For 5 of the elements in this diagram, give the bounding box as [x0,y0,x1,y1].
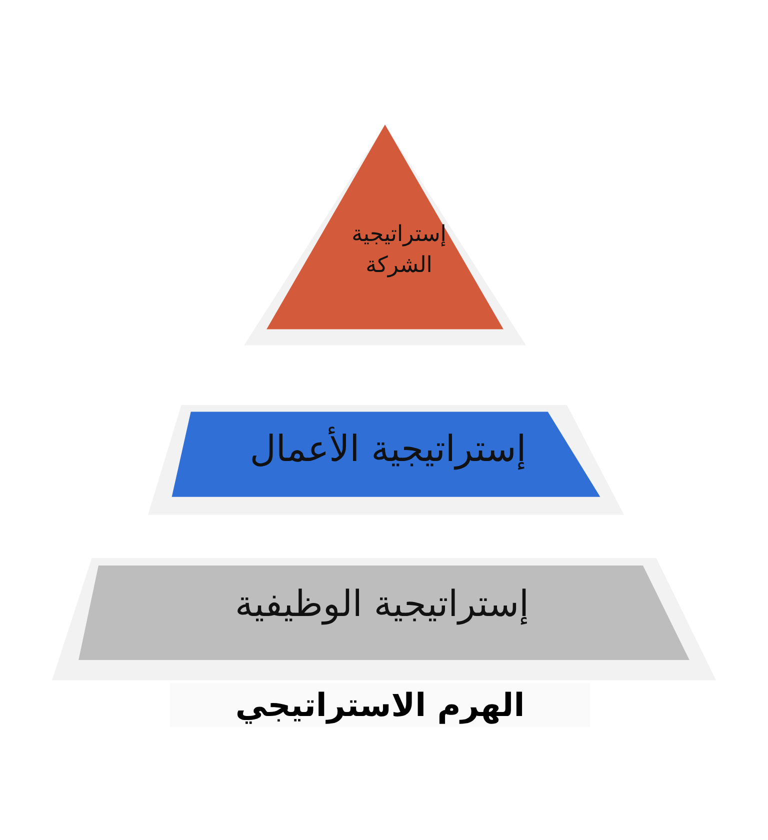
tier-label: إستراتيجية الشركة [350,221,448,280]
diagram-title: الهرم الاستراتيجي [170,683,590,727]
tier-label: إستراتيجية الوظيفية [234,583,530,627]
tier-label: إستراتيجية الأعمال [208,425,568,476]
pyramid-tier [148,405,624,517]
